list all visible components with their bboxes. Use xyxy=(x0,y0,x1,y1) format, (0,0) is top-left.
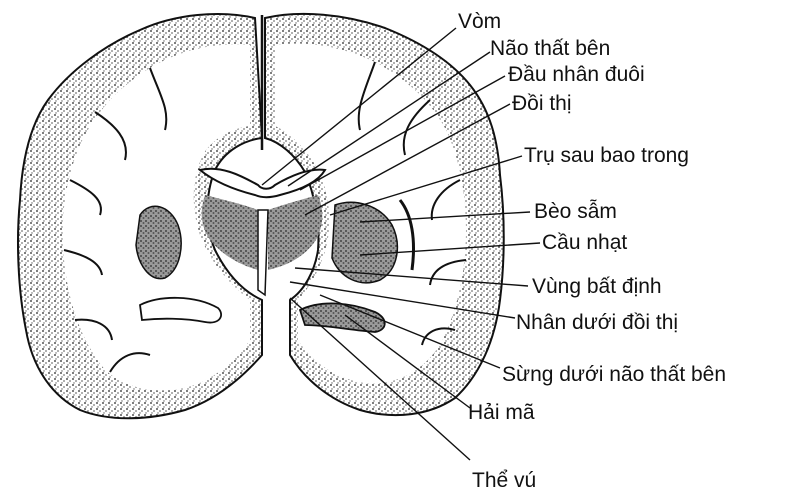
label-nhan-duoi-doi-thi: Nhân dưới đồi thị xyxy=(516,311,678,334)
label-the-vu: Thể vú xyxy=(472,469,536,492)
left-lentiform xyxy=(136,206,181,278)
thalamus-region-right xyxy=(268,195,322,270)
label-vung-bat-dinh: Vùng bất định xyxy=(532,275,662,298)
third-ventricle xyxy=(258,210,268,295)
lateral-ventricles xyxy=(200,169,325,198)
label-dau-nhan-duoi: Đầu nhân đuôi xyxy=(508,63,645,86)
label-doi-thi: Đồi thị xyxy=(512,92,572,115)
label-cau-nhat: Cầu nhạt xyxy=(542,231,627,254)
label-nao-that-ben: Não thất bên xyxy=(490,37,610,60)
label-tru-sau-bao-trong: Trụ sau bao trong xyxy=(524,144,689,167)
label-sung-duoi-nao-that-ben: Sừng dưới não thất bên xyxy=(502,363,726,386)
label-hai-ma: Hải mã xyxy=(468,401,535,424)
label-beo-sam: Bèo sẫm xyxy=(534,200,617,223)
label-vom: Vòm xyxy=(458,10,501,33)
